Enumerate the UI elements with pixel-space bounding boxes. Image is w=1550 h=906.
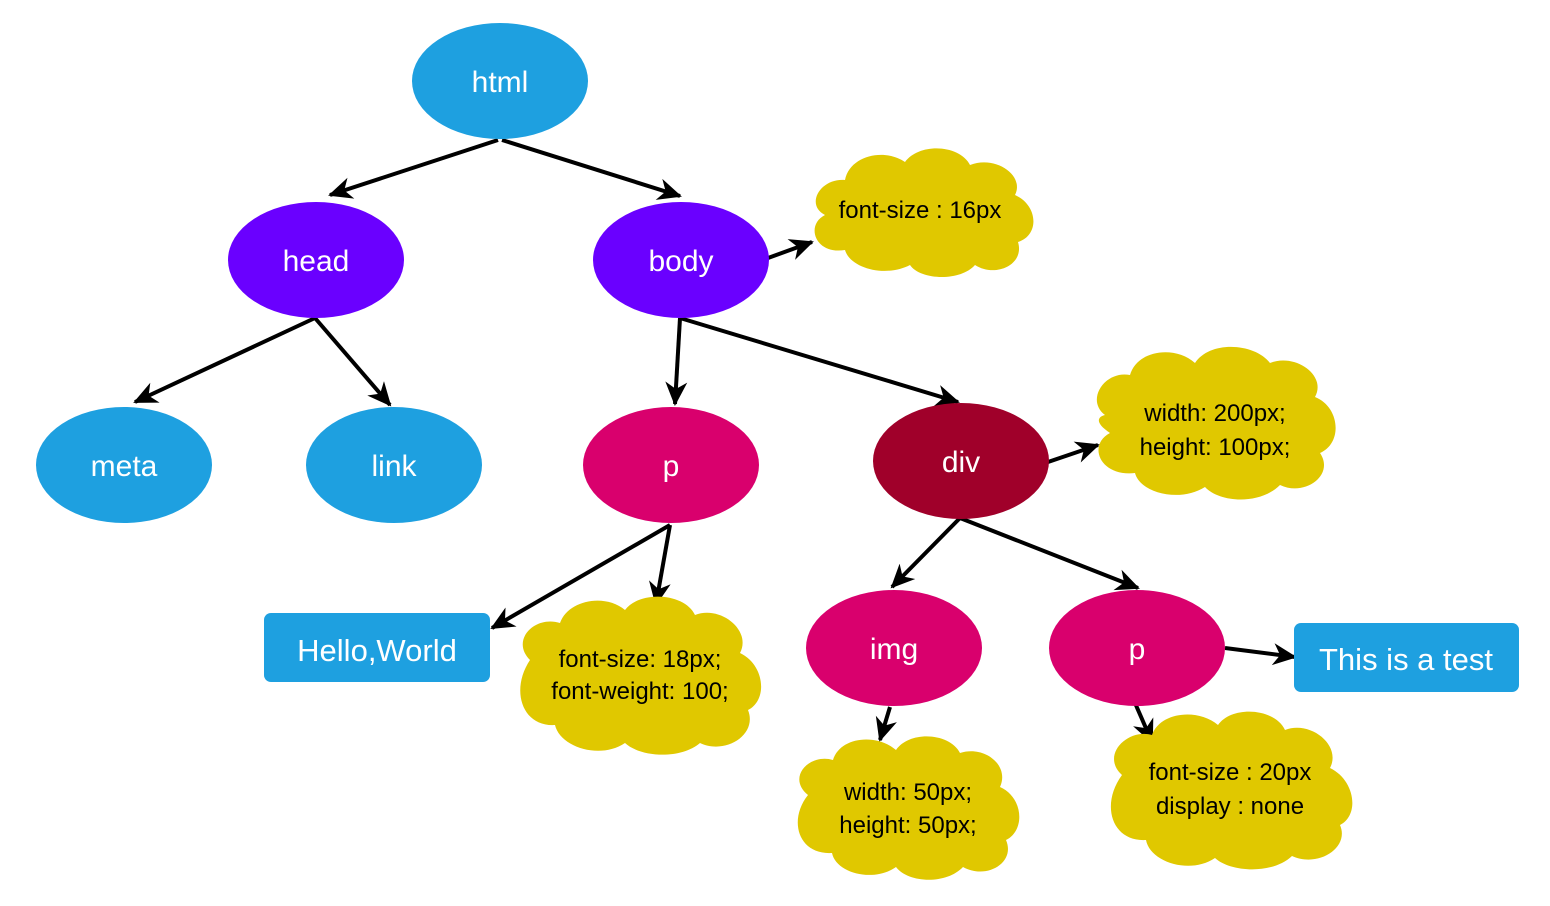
- node-label: div: [942, 446, 980, 479]
- text-node-this-is-a-test[interactable]: This is a test: [1294, 623, 1519, 692]
- node-label: meta: [91, 450, 158, 483]
- text-node-hello-world[interactable]: Hello,World: [264, 613, 490, 682]
- style-cloud-div: width: 200px; height: 100px;: [1096, 346, 1336, 500]
- edge-body-style: [767, 239, 814, 260]
- style-cloud-img: width: 50px; height: 50px;: [797, 736, 1020, 880]
- style-cloud-p: font-size: 18px; font-weight: 100;: [520, 596, 762, 755]
- node-head[interactable]: head: [228, 202, 404, 318]
- style-text-line1: width: 50px;: [843, 779, 972, 806]
- node-link[interactable]: link: [306, 407, 482, 523]
- style-text-line1: font-size: 18px;: [559, 646, 722, 673]
- edge-head-link: [313, 316, 392, 407]
- style-text: font-size : 16px: [839, 197, 1002, 224]
- node-label: img: [870, 633, 918, 666]
- edge-p-hello: [490, 523, 672, 630]
- node-body[interactable]: body: [593, 202, 769, 318]
- node-div[interactable]: div: [873, 403, 1049, 519]
- edge-html-head: [328, 138, 499, 199]
- edge-html-body: [501, 138, 682, 200]
- node-img[interactable]: img: [806, 590, 982, 706]
- edge-body-div: [679, 316, 960, 407]
- edge-p-style: [649, 524, 672, 606]
- node-label: body: [648, 245, 713, 278]
- node-label: head: [283, 245, 350, 278]
- style-text-line2: height: 50px;: [839, 812, 976, 839]
- edge-div-style: [1047, 441, 1100, 464]
- node-label: link: [371, 450, 417, 483]
- node-label: p: [1129, 633, 1146, 666]
- text-node-label: Hello,World: [297, 633, 457, 668]
- node-p[interactable]: p: [583, 407, 759, 523]
- node-p-inner[interactable]: p: [1049, 590, 1225, 706]
- edge-div-img: [890, 516, 962, 589]
- edge-div-p: [959, 516, 1140, 591]
- edges: [133, 138, 1297, 744]
- node-label: p: [663, 450, 680, 483]
- style-text-line2: height: 100px;: [1140, 434, 1291, 461]
- node-html[interactable]: html: [412, 23, 588, 139]
- style-cloud-body: font-size : 16px: [814, 148, 1034, 278]
- edge-head-meta: [133, 316, 316, 404]
- edge-img-style: [875, 706, 897, 742]
- node-label: html: [472, 66, 529, 99]
- style-cloud-p2: font-size : 20px display : none: [1110, 711, 1353, 870]
- style-text-line1: font-size : 20px: [1149, 759, 1312, 786]
- style-text-line2: display : none: [1156, 793, 1304, 820]
- edge-body-p: [665, 317, 688, 406]
- edge-p-test: [1224, 643, 1297, 666]
- text-node-label: This is a test: [1319, 642, 1493, 677]
- node-meta[interactable]: meta: [36, 407, 212, 523]
- style-text-line2: font-weight: 100;: [551, 678, 728, 705]
- style-text-line1: width: 200px;: [1143, 400, 1285, 427]
